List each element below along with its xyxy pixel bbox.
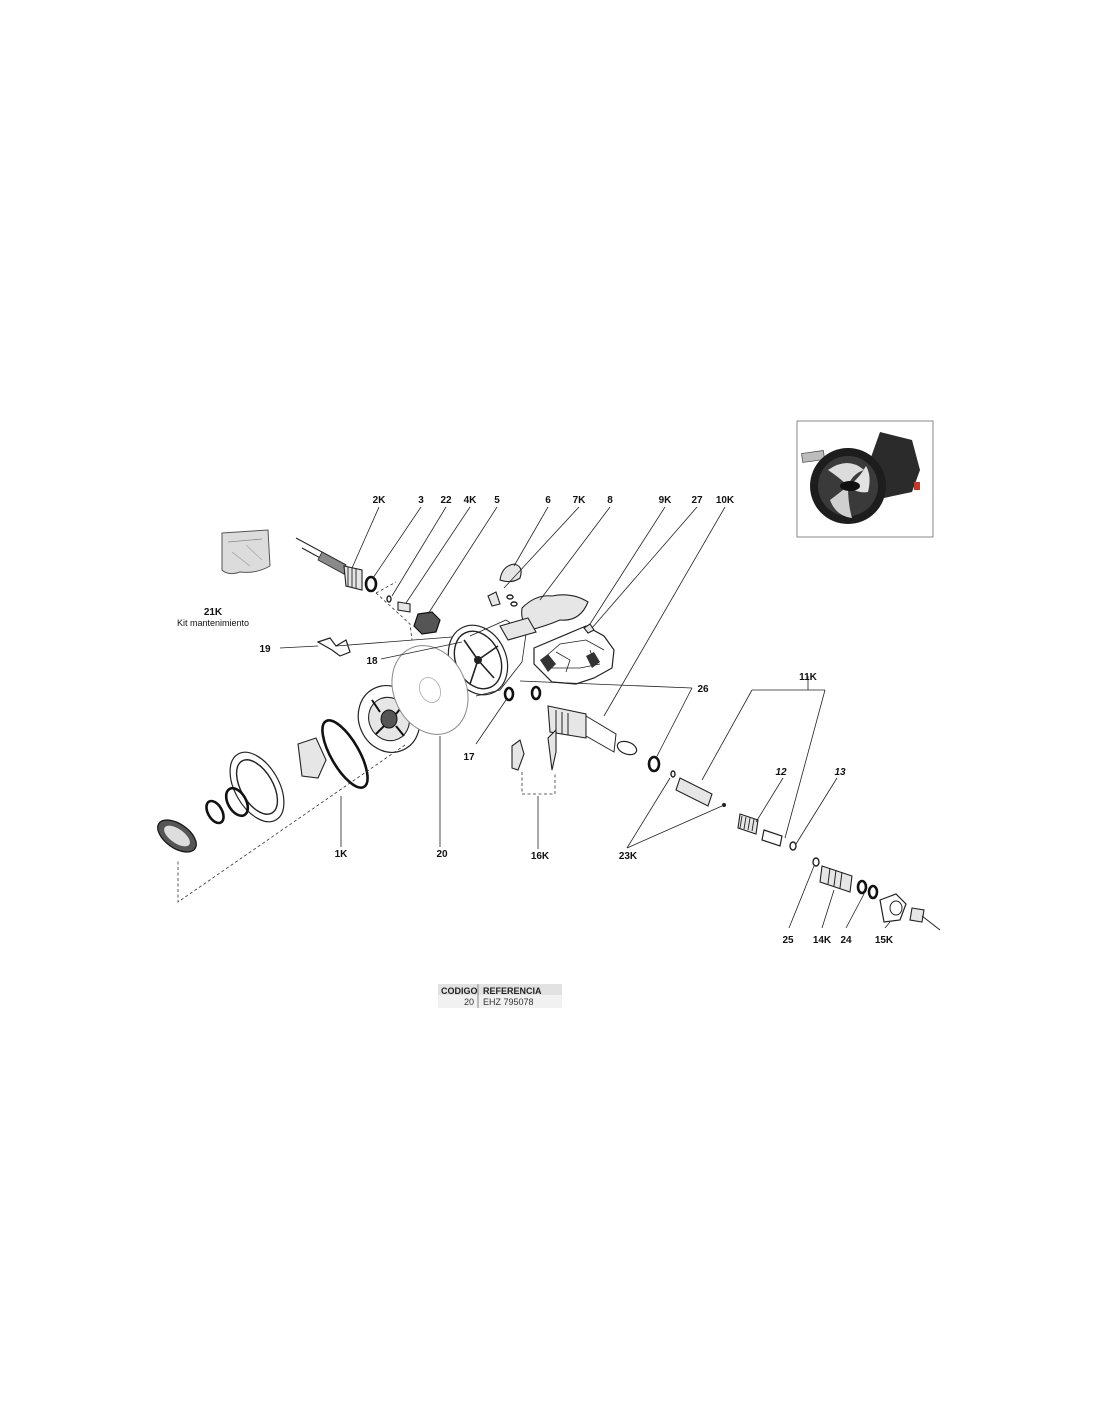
label-10K: 10K [716, 495, 735, 506]
label-19: 19 [259, 644, 271, 655]
label-11K: 11K [799, 672, 818, 683]
label-25: 25 [782, 935, 794, 946]
label-15K: 15K [875, 935, 894, 946]
hose-and-fittings [295, 537, 441, 641]
label-23K: 23K [619, 851, 638, 862]
inlet-parts [812, 857, 941, 931]
label-kit-mantenimiento: Kit mantenimiento [177, 618, 249, 628]
front-cover-group [157, 685, 421, 903]
label-14K: 14K [813, 935, 832, 946]
label-2K: 2K [373, 495, 387, 506]
label-18: 18 [366, 656, 378, 667]
reference-table: CODIGO REFERENCIA 20 EHZ 795078 [438, 984, 562, 1008]
orifice-parts [670, 770, 797, 851]
label-9K: 9K [659, 495, 673, 506]
label-22: 22 [440, 495, 452, 506]
label-1K: 1K [335, 849, 349, 860]
label-17: 17 [463, 752, 475, 763]
label-12: 12 [775, 767, 787, 778]
label-3: 3 [418, 495, 424, 506]
label-24: 24 [840, 935, 852, 946]
valve-assembly [503, 685, 661, 795]
exhaust-parts [487, 563, 615, 685]
label-5: 5 [494, 495, 500, 506]
table-cell-codigo: 20 [464, 997, 474, 1007]
table-header-referencia: REFERENCIA [483, 986, 542, 996]
diaphragm [391, 645, 469, 735]
maintenance-kit-bag [221, 529, 271, 575]
part-labels: 2K 3 22 4K 5 6 7K 8 9K 27 10K 21K Kit ma… [177, 495, 894, 946]
label-8: 8 [607, 495, 613, 506]
label-6: 6 [545, 495, 551, 506]
label-26: 26 [697, 684, 709, 695]
label-27: 27 [691, 495, 703, 506]
label-16K: 16K [531, 851, 550, 862]
label-7K: 7K [573, 495, 587, 506]
label-4K: 4K [464, 495, 478, 506]
regulator-photo-inset [796, 420, 934, 538]
label-13: 13 [834, 767, 846, 778]
table-header-codigo: CODIGO [441, 986, 478, 996]
label-21K: 21K [204, 607, 223, 618]
label-20: 20 [436, 849, 448, 860]
table-cell-referencia: EHZ 795078 [483, 997, 534, 1007]
leader-lines [279, 506, 891, 929]
